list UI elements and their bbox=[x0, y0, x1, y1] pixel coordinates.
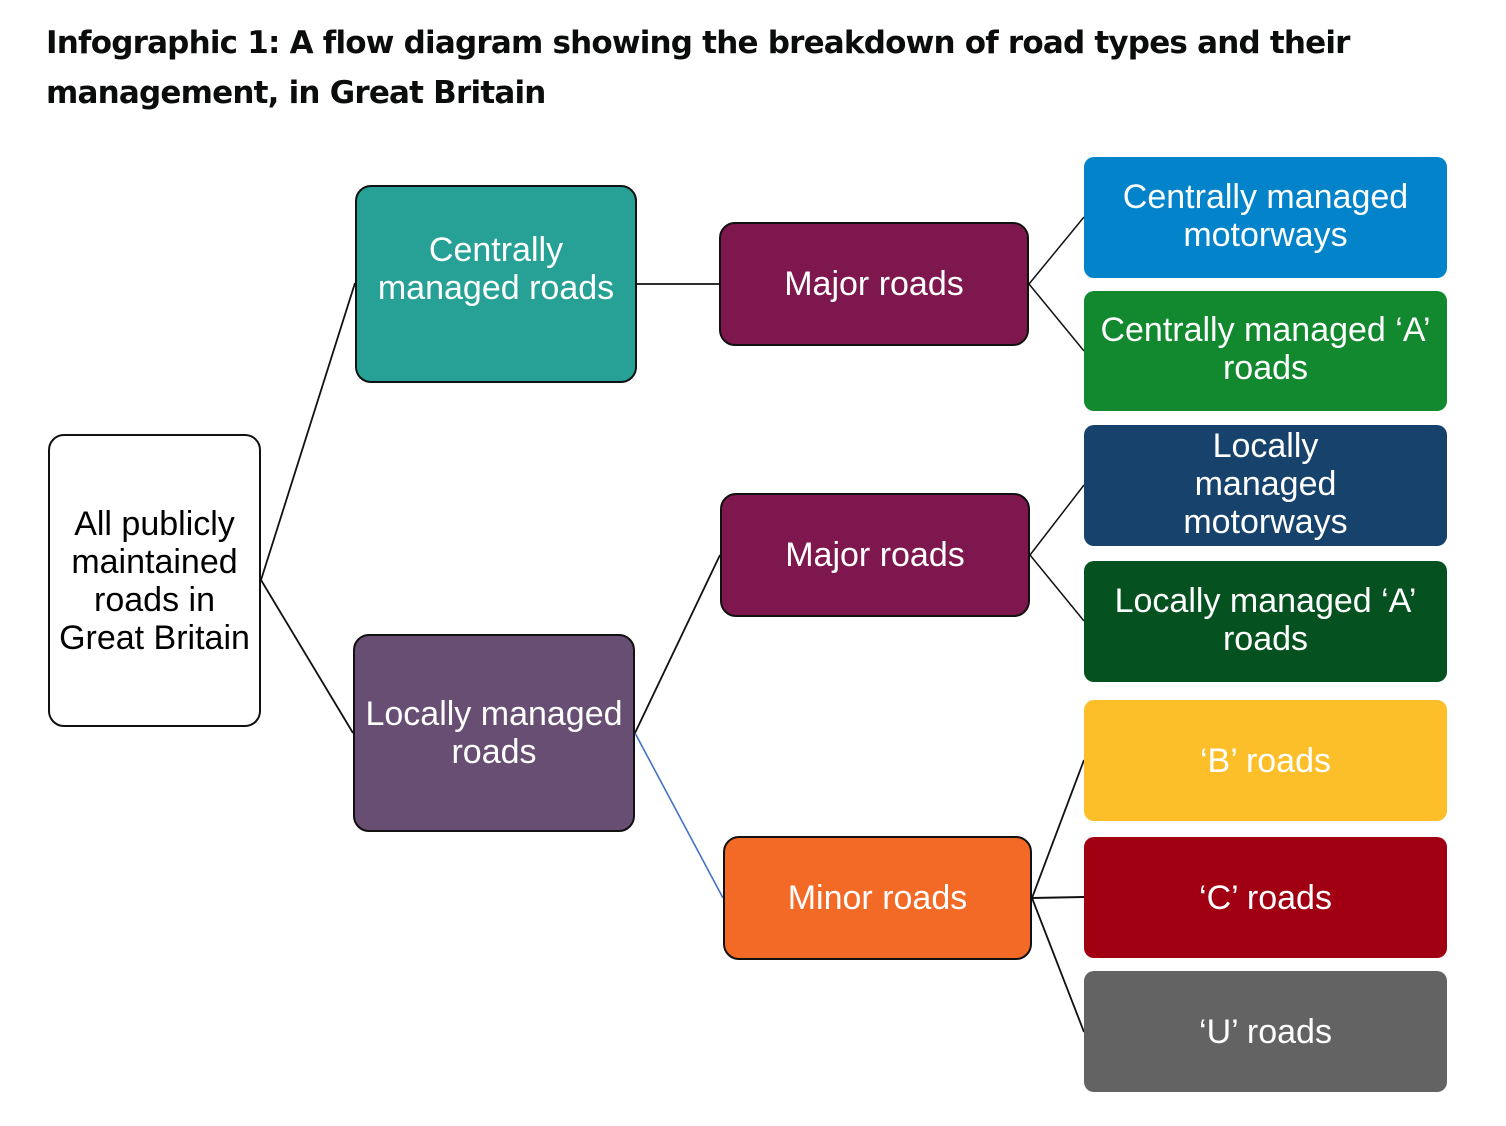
node-root-label: All publicly maintained roads in Great B… bbox=[59, 504, 250, 657]
node-locally-managed-motorways-label: Locally managed motorways bbox=[1183, 426, 1348, 541]
node-locally-managed-roads-label: Locally managed roads bbox=[365, 694, 623, 771]
node-centrally-managed-a-roads-label: Centrally managed ‘A’ roads bbox=[1100, 311, 1431, 387]
node-local-major-roads-label: Major roads bbox=[785, 536, 965, 574]
node-centrally-managed-roads-label: Centrally managed roads bbox=[377, 231, 615, 307]
node-u-roads-label: ‘U’ roads bbox=[1199, 1012, 1332, 1051]
node-locally-managed-a-roads: Locally managed ‘A’ roads bbox=[1084, 561, 1447, 682]
node-b-roads-label: ‘B’ roads bbox=[1199, 741, 1332, 780]
node-c-roads-label: ‘C’ roads bbox=[1199, 878, 1332, 917]
node-c-roads: ‘C’ roads bbox=[1084, 837, 1447, 958]
node-centrally-managed-motorways: Centrally managed motorways bbox=[1084, 157, 1447, 278]
edge-local-major bbox=[634, 554, 721, 734]
node-centrally-managed-motorways-label: Centrally managed motorways bbox=[1122, 177, 1409, 254]
edge-local-minor bbox=[634, 732, 724, 899]
node-locally-managed-a-roads-label: Locally managed ‘A’ roads bbox=[1114, 581, 1417, 658]
node-centrally-managed-a-roads: Centrally managed ‘A’ roads bbox=[1084, 291, 1447, 411]
node-local-major-roads: Major roads bbox=[720, 493, 1030, 617]
edge-minor-u-roads bbox=[1031, 897, 1085, 1033]
node-central-major-roads: Major roads bbox=[719, 222, 1029, 346]
node-b-roads: ‘B’ roads bbox=[1084, 700, 1447, 821]
node-central-major-roads-label: Major roads bbox=[784, 265, 964, 303]
edge-root-local bbox=[260, 579, 354, 734]
edge-minor-b-roads bbox=[1031, 759, 1085, 899]
node-centrally-managed-roads: Centrally managed roads bbox=[355, 185, 637, 383]
node-locally-managed-motorways: Locally managed motorways bbox=[1084, 425, 1447, 546]
node-root: All publicly maintained roads in Great B… bbox=[48, 434, 261, 727]
edge-minor-c-roads bbox=[1031, 896, 1085, 899]
node-minor-roads: Minor roads bbox=[723, 836, 1032, 960]
node-u-roads: ‘U’ roads bbox=[1084, 971, 1447, 1092]
node-minor-roads-label: Minor roads bbox=[787, 879, 968, 917]
edge-cmajor-motorways bbox=[1028, 216, 1085, 285]
edge-cmajor-a-roads bbox=[1028, 283, 1085, 352]
edge-lmajor-motorways bbox=[1029, 484, 1085, 556]
edge-lmajor-a-roads bbox=[1029, 554, 1085, 622]
page-title: Infographic 1: A flow diagram showing th… bbox=[46, 25, 1350, 111]
node-locally-managed-roads: Locally managed roads bbox=[353, 634, 635, 832]
edge-root-central bbox=[260, 282, 356, 581]
